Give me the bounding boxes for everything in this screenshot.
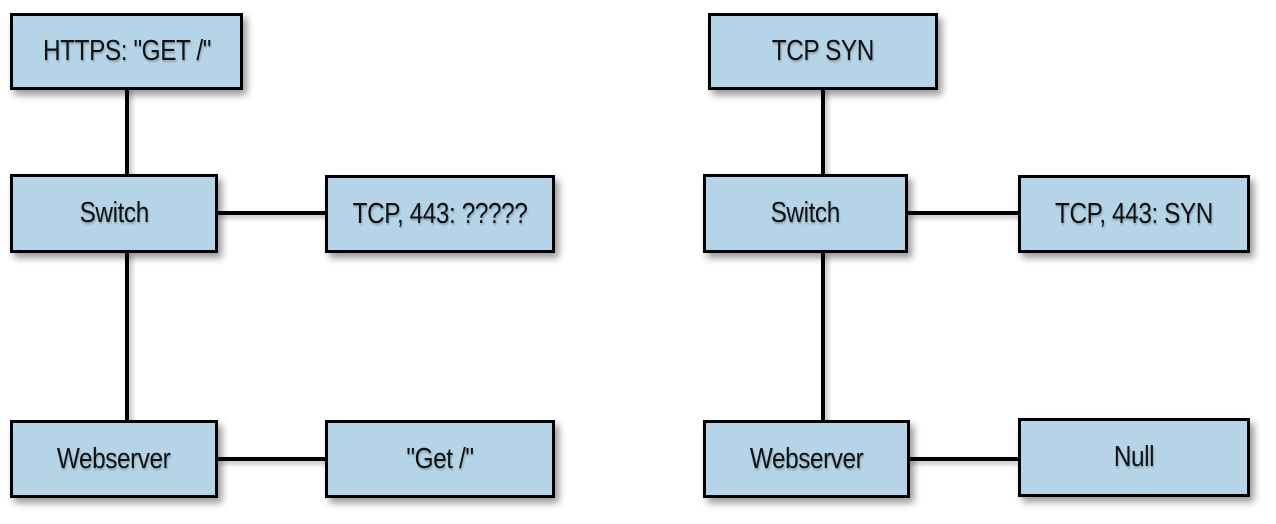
node-left-payload: HTTPS: "GET /" xyxy=(10,13,243,90)
node-left-webserver-label: Webserver xyxy=(57,442,171,475)
node-left-webserver-branch-label: "Get /" xyxy=(406,442,474,475)
connector-right-switch-to-branch xyxy=(906,211,1020,215)
node-right-webserver-branch-label: Null xyxy=(1113,441,1155,473)
node-right-switch-branch: TCP, 443: SYN xyxy=(1018,175,1250,253)
connector-right-webserver-to-branch xyxy=(906,457,1020,461)
node-left-switch-label: Switch xyxy=(79,197,149,229)
connector-left-top-to-switch xyxy=(125,88,129,178)
node-right-webserver-branch: Null xyxy=(1018,418,1250,497)
node-left-webserver: Webserver xyxy=(10,420,218,498)
node-right-switch-branch-label: TCP, 443: SYN xyxy=(1055,197,1213,230)
node-right-payload: TCP SYN xyxy=(708,13,938,90)
node-left-switch-branch-label: TCP, 443: ????? xyxy=(352,197,528,230)
node-right-webserver: Webserver xyxy=(703,420,910,498)
connector-left-webserver-to-branch xyxy=(216,457,328,461)
connector-left-switch-to-branch xyxy=(216,211,328,215)
node-left-webserver-branch: "Get /" xyxy=(325,420,555,498)
node-right-switch: Switch xyxy=(703,174,908,253)
node-left-payload-label: HTTPS: "GET /" xyxy=(42,35,211,67)
node-left-switch: Switch xyxy=(10,174,218,253)
node-right-payload-label: TCP SYN xyxy=(771,35,875,67)
node-right-switch-label: Switch xyxy=(770,197,841,229)
node-left-switch-branch: TCP, 443: ????? xyxy=(325,175,555,253)
connector-left-switch-to-webserver xyxy=(125,251,129,423)
connector-right-top-to-switch xyxy=(821,88,825,178)
connector-right-switch-to-webserver xyxy=(821,251,825,423)
node-right-webserver-label: Webserver xyxy=(749,442,864,475)
